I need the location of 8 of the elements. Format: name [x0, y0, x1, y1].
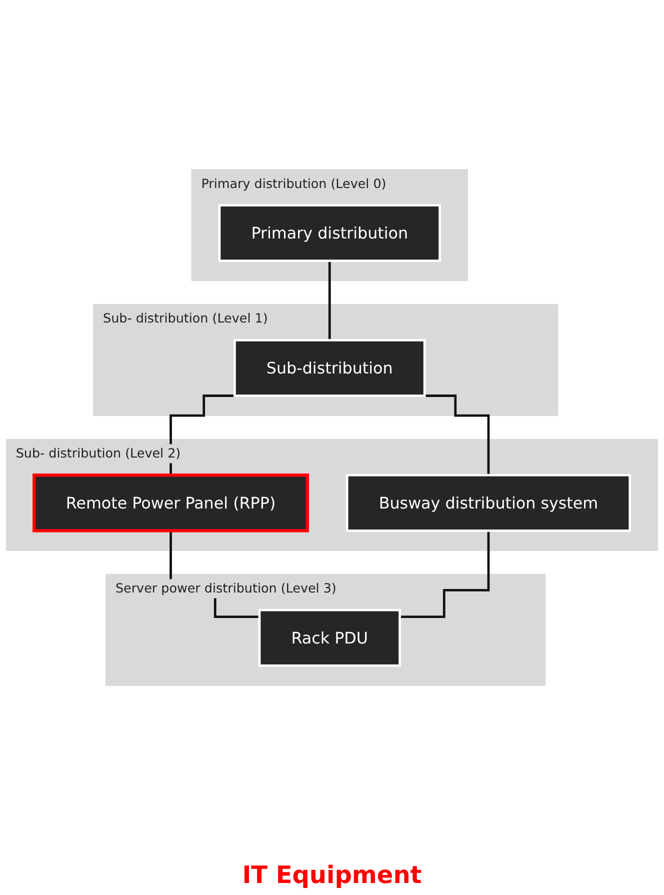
node-box: Remote Power Panel (RPP) — [32, 474, 309, 532]
node-box: Sub-distribution — [233, 339, 426, 397]
connector — [328, 260, 331, 342]
connector — [400, 530, 490, 618]
node-box: Primary distribution — [218, 204, 441, 262]
note-text: IT Equipment — [242, 861, 422, 889]
node-box: Busway distribution system — [346, 474, 632, 532]
node-box: Rack PDU — [258, 608, 401, 667]
